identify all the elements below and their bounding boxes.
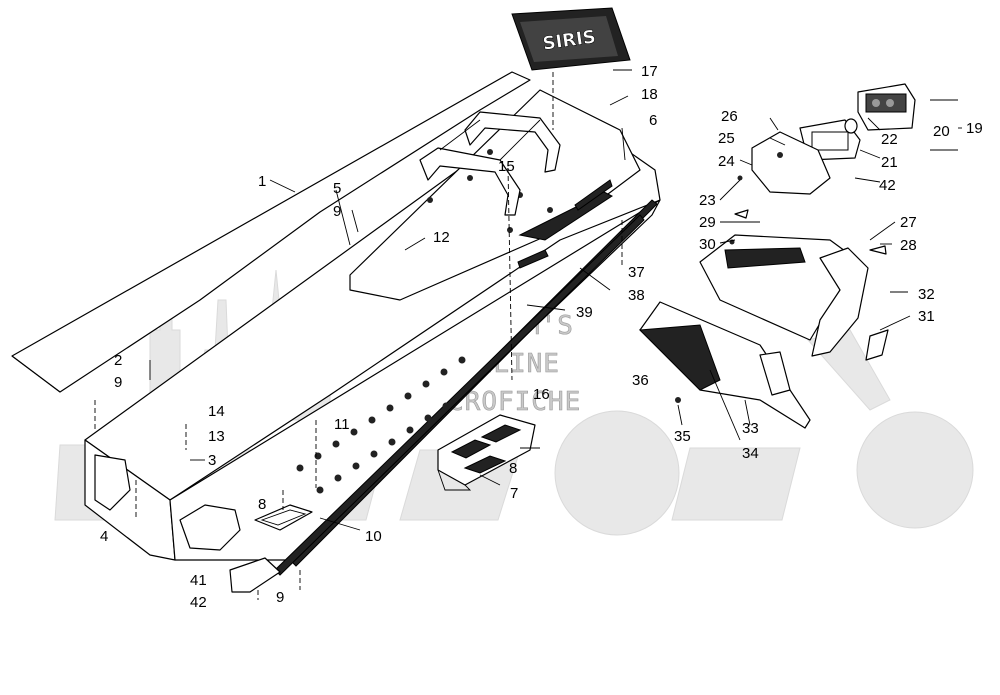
callout-12: 12: [433, 229, 450, 246]
callout-3: 3: [208, 452, 216, 469]
callout-19: 19: [966, 120, 983, 137]
callout-21: 21: [881, 154, 898, 171]
callout-24: 24: [718, 153, 735, 170]
callout-9-front: 9: [114, 374, 122, 391]
callout-15: 15: [498, 158, 515, 175]
callout-42-taillight: 42: [879, 177, 896, 194]
callout-23: 23: [699, 192, 716, 209]
callout-26: 26: [721, 108, 738, 125]
callout-17: 17: [641, 63, 658, 80]
callout-38: 38: [628, 287, 645, 304]
callout-4: 4: [100, 528, 108, 545]
callout-42-bottom: 42: [190, 594, 207, 611]
callout-9-top: 9: [333, 203, 341, 220]
callout-22: 22: [881, 131, 898, 148]
callout-14: 14: [208, 403, 225, 420]
callout-9-bottom: 9: [276, 589, 284, 606]
callout-36: 36: [632, 372, 649, 389]
foot-step-part: [437, 414, 536, 491]
callout-10: 10: [365, 528, 382, 545]
callout-16: 16: [533, 386, 550, 403]
callout-11: 11: [334, 416, 350, 433]
callout-13: 13: [208, 428, 225, 445]
callout-18: 18: [641, 86, 658, 103]
rear-flap-assembly: [638, 209, 889, 429]
callout-25: 25: [718, 130, 735, 147]
callout-8-tunnel: 8: [258, 496, 266, 513]
callout-labels: 1 2 3 4 5 6 7 8 8 9 9 9 10 11 12 13 14 1…: [100, 63, 983, 611]
callout-31: 31: [918, 308, 935, 325]
grab-handle-part: [419, 111, 561, 216]
callout-35: 35: [674, 428, 691, 445]
callout-7: 7: [510, 485, 518, 502]
callout-2: 2: [114, 352, 122, 369]
callout-41: 41: [190, 572, 207, 589]
leader-lines: [94, 69, 962, 600]
callout-28: 28: [900, 237, 917, 254]
callout-20: 20: [933, 123, 950, 140]
callout-29: 29: [699, 214, 716, 231]
callout-33: 33: [742, 420, 759, 437]
callout-1: 1: [258, 173, 266, 190]
callout-27: 27: [900, 214, 917, 231]
tail-light-assembly: [737, 83, 916, 195]
callout-5: 5: [333, 180, 341, 197]
callout-8-step: 8: [509, 460, 517, 477]
callout-30: 30: [699, 236, 716, 253]
seat-cover-part: [11, 71, 531, 393]
callout-34: 34: [742, 445, 759, 462]
callout-37: 37: [628, 264, 645, 281]
callout-32: 32: [918, 286, 935, 303]
rail-holes: [296, 149, 553, 494]
callout-6: 6: [649, 112, 657, 129]
siris-decal-part: SIRIS: [511, 7, 631, 71]
callout-39: 39: [576, 304, 593, 321]
